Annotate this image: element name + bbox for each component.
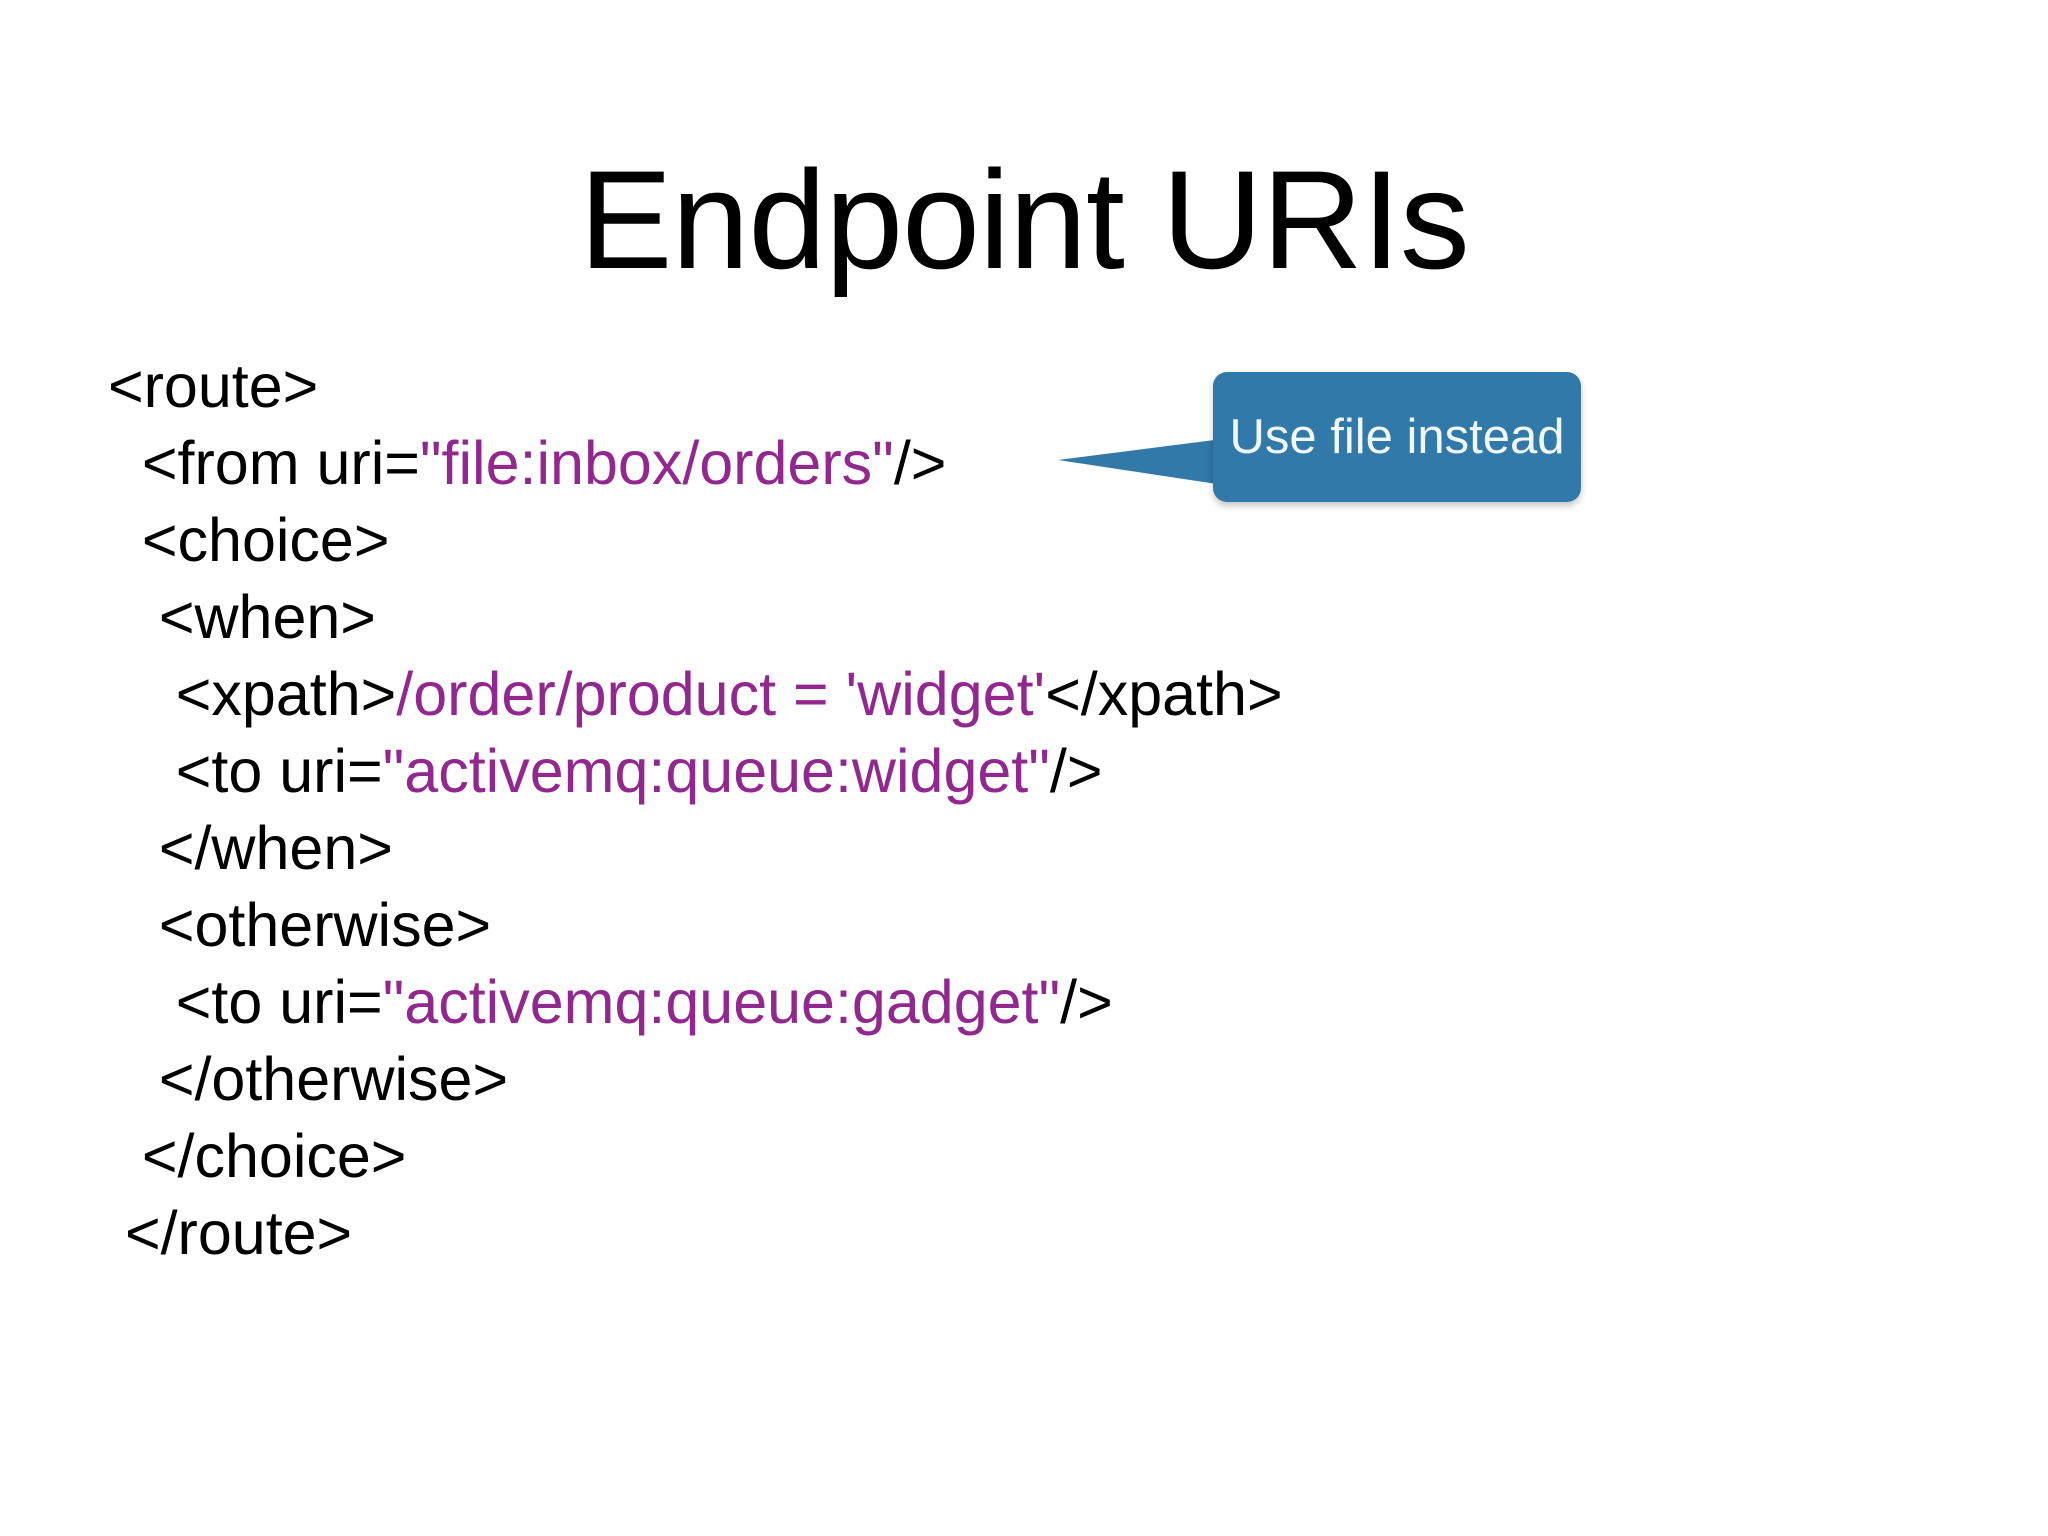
code-indent [108,891,159,959]
code-token-tag: <choice> [141,506,390,574]
code-indent [108,1199,125,1267]
code-indent [108,1122,142,1190]
code-token-tag: <from uri= [141,429,420,497]
code-line: <route> [108,348,1608,425]
code-line: <choice> [108,502,1608,579]
code-token-tag: </xpath> [1045,660,1283,728]
code-token-tag: </route> [124,1199,353,1267]
code-indent [108,583,159,651]
code-line: </when> [108,810,1608,887]
code-line: </choice> [108,1118,1608,1195]
code-token-tag: </otherwise> [158,1045,509,1113]
code-line: <otherwise> [108,887,1608,964]
code-indent [108,737,176,805]
code-line: </route> [108,1195,1608,1272]
callout-label: Use file instead [1229,409,1565,464]
code-indent [108,968,176,1036]
code-indent [108,506,142,574]
code-line: <to uri="activemq:queue:widget"/> [108,733,1608,810]
code-token-tag: <to uri= [175,737,383,805]
page-title: Endpoint URIs [579,141,1470,298]
code-line: <to uri="activemq:queue:gadget"/> [108,964,1608,1041]
callout-bubble[interactable]: Use file instead [1213,372,1581,502]
code-indent [108,814,159,882]
code-listing: <route> <from uri="file:inbox/orders"/> … [108,348,1608,1272]
code-line: <when> [108,579,1608,656]
code-token-tag: </when> [158,814,393,882]
code-indent [108,660,176,728]
code-token-tag: <route> [108,352,319,420]
code-token-tag: </choice> [141,1122,407,1190]
code-indent [108,429,142,497]
code-token-tag: <otherwise> [158,891,492,959]
code-indent [108,1045,159,1113]
code-token-uri: "activemq:queue:widget" [382,737,1050,805]
code-token-uri: "file:inbox/orders" [419,429,894,497]
code-line: <from uri="file:inbox/orders"/> [108,425,1608,502]
code-token-tag: /> [1060,968,1113,1036]
code-token-tag: <when> [158,583,376,651]
code-token-tag: <to uri= [175,968,383,1036]
code-token-tag: /> [1049,737,1103,805]
code-token-tag: <xpath> [175,660,397,728]
code-token-uri: /order/product = 'widget' [396,660,1046,728]
code-token-uri: "activemq:queue:gadget" [382,968,1061,1036]
code-line: <xpath>/order/product = 'widget'</xpath> [108,656,1608,733]
code-token-tag: /> [893,429,947,497]
callout-tail-arrow [1058,438,1230,486]
code-line: </otherwise> [108,1041,1608,1118]
